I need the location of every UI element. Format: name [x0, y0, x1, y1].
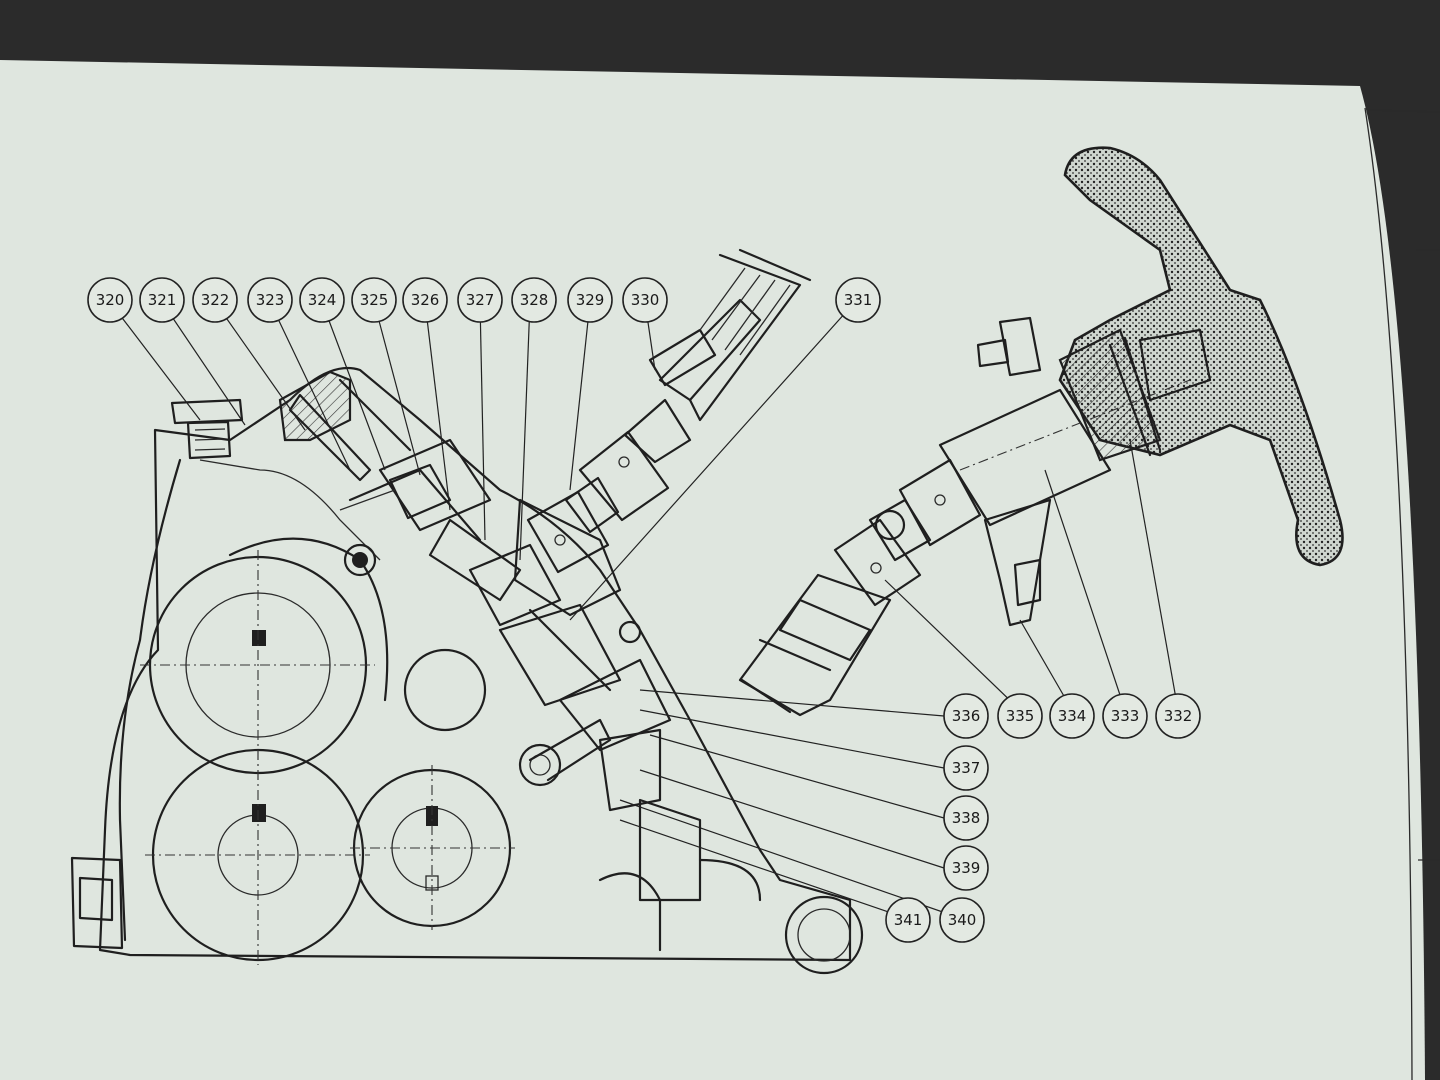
part-bubble-327: 327 [457, 277, 503, 323]
part-bubble-323: 323 [247, 277, 293, 323]
svg-text:329: 329 [576, 291, 605, 309]
bottom-hole [784, 895, 864, 975]
part-bubble-341: 341 [885, 897, 931, 943]
upper-shaft [648, 248, 812, 422]
part-bubble-334: 334 [1049, 693, 1095, 739]
part-bubble-339: 339 [943, 845, 989, 891]
svg-text:340: 340 [948, 911, 977, 929]
part-bubble-340: 340 [939, 897, 985, 943]
part-bubble-335: 335 [997, 693, 1043, 739]
svg-text:331: 331 [844, 291, 873, 309]
universal-joint-upper [578, 398, 692, 522]
svg-text:320: 320 [96, 291, 125, 309]
part-bubble-338: 338 [943, 795, 989, 841]
side-plug [70, 856, 124, 950]
part-bubble-332: 332 [1155, 693, 1201, 739]
svg-text:321: 321 [148, 291, 177, 309]
svg-text:330: 330 [631, 291, 660, 309]
handwheel-joint [833, 458, 982, 607]
part-bubble-325: 325 [351, 277, 397, 323]
top-plug [170, 398, 244, 460]
part-bubble-330: 330 [622, 277, 668, 323]
svg-text:327: 327 [466, 291, 495, 309]
part-bubble-333: 333 [1102, 693, 1148, 739]
svg-text:332: 332 [1164, 707, 1193, 725]
svg-text:341: 341 [894, 911, 923, 929]
svg-text:335: 335 [1006, 707, 1035, 725]
part-bubble-337: 337 [943, 745, 989, 791]
svg-text:338: 338 [952, 809, 981, 827]
handwheel-hub [938, 316, 1191, 627]
svg-text:323: 323 [256, 291, 285, 309]
svg-text:322: 322 [201, 291, 230, 309]
part-bubble-326: 326 [402, 277, 448, 323]
svg-text:325: 325 [360, 291, 389, 309]
svg-text:333: 333 [1111, 707, 1140, 725]
part-bubble-322: 322 [192, 277, 238, 323]
handwheel-shaft [738, 573, 892, 717]
universal-joint-lower [526, 476, 620, 574]
housing-boss [278, 370, 412, 482]
part-number-bubbles-top: 320 321 322 323 324 325 326 327 328 329 … [87, 277, 881, 323]
part-bubble-324: 324 [299, 277, 345, 323]
part-bubble-328: 328 [511, 277, 557, 323]
diagonal-shaft [339, 438, 672, 812]
svg-text:326: 326 [411, 291, 440, 309]
part-bubble-329: 329 [567, 277, 613, 323]
leader-lines [109, 301, 1179, 919]
svg-text:328: 328 [520, 291, 549, 309]
svg-text:336: 336 [952, 707, 981, 725]
paper-sheet [0, 60, 1425, 1080]
lower-left-gear [145, 748, 370, 965]
svg-text:339: 339 [952, 859, 981, 877]
center-gear [350, 765, 515, 930]
gearbox-housing [98, 366, 852, 962]
sheet-border [1364, 107, 1413, 1080]
svg-text:334: 334 [1058, 707, 1087, 725]
pivot-pin [343, 543, 642, 787]
part-bubble-331: 331 [835, 277, 881, 323]
sheet-frame-right [1367, 109, 1440, 861]
part-bubble-321: 321 [139, 277, 185, 323]
svg-text:337: 337 [952, 759, 981, 777]
part-bubble-320: 320 [87, 277, 133, 323]
svg-text:324: 324 [308, 291, 337, 309]
part-number-bubbles-right: 336 335 334 333 332 337 338 339 341 340 [885, 693, 1201, 943]
part-bubble-336: 336 [943, 693, 989, 739]
handwheel [1058, 146, 1344, 567]
